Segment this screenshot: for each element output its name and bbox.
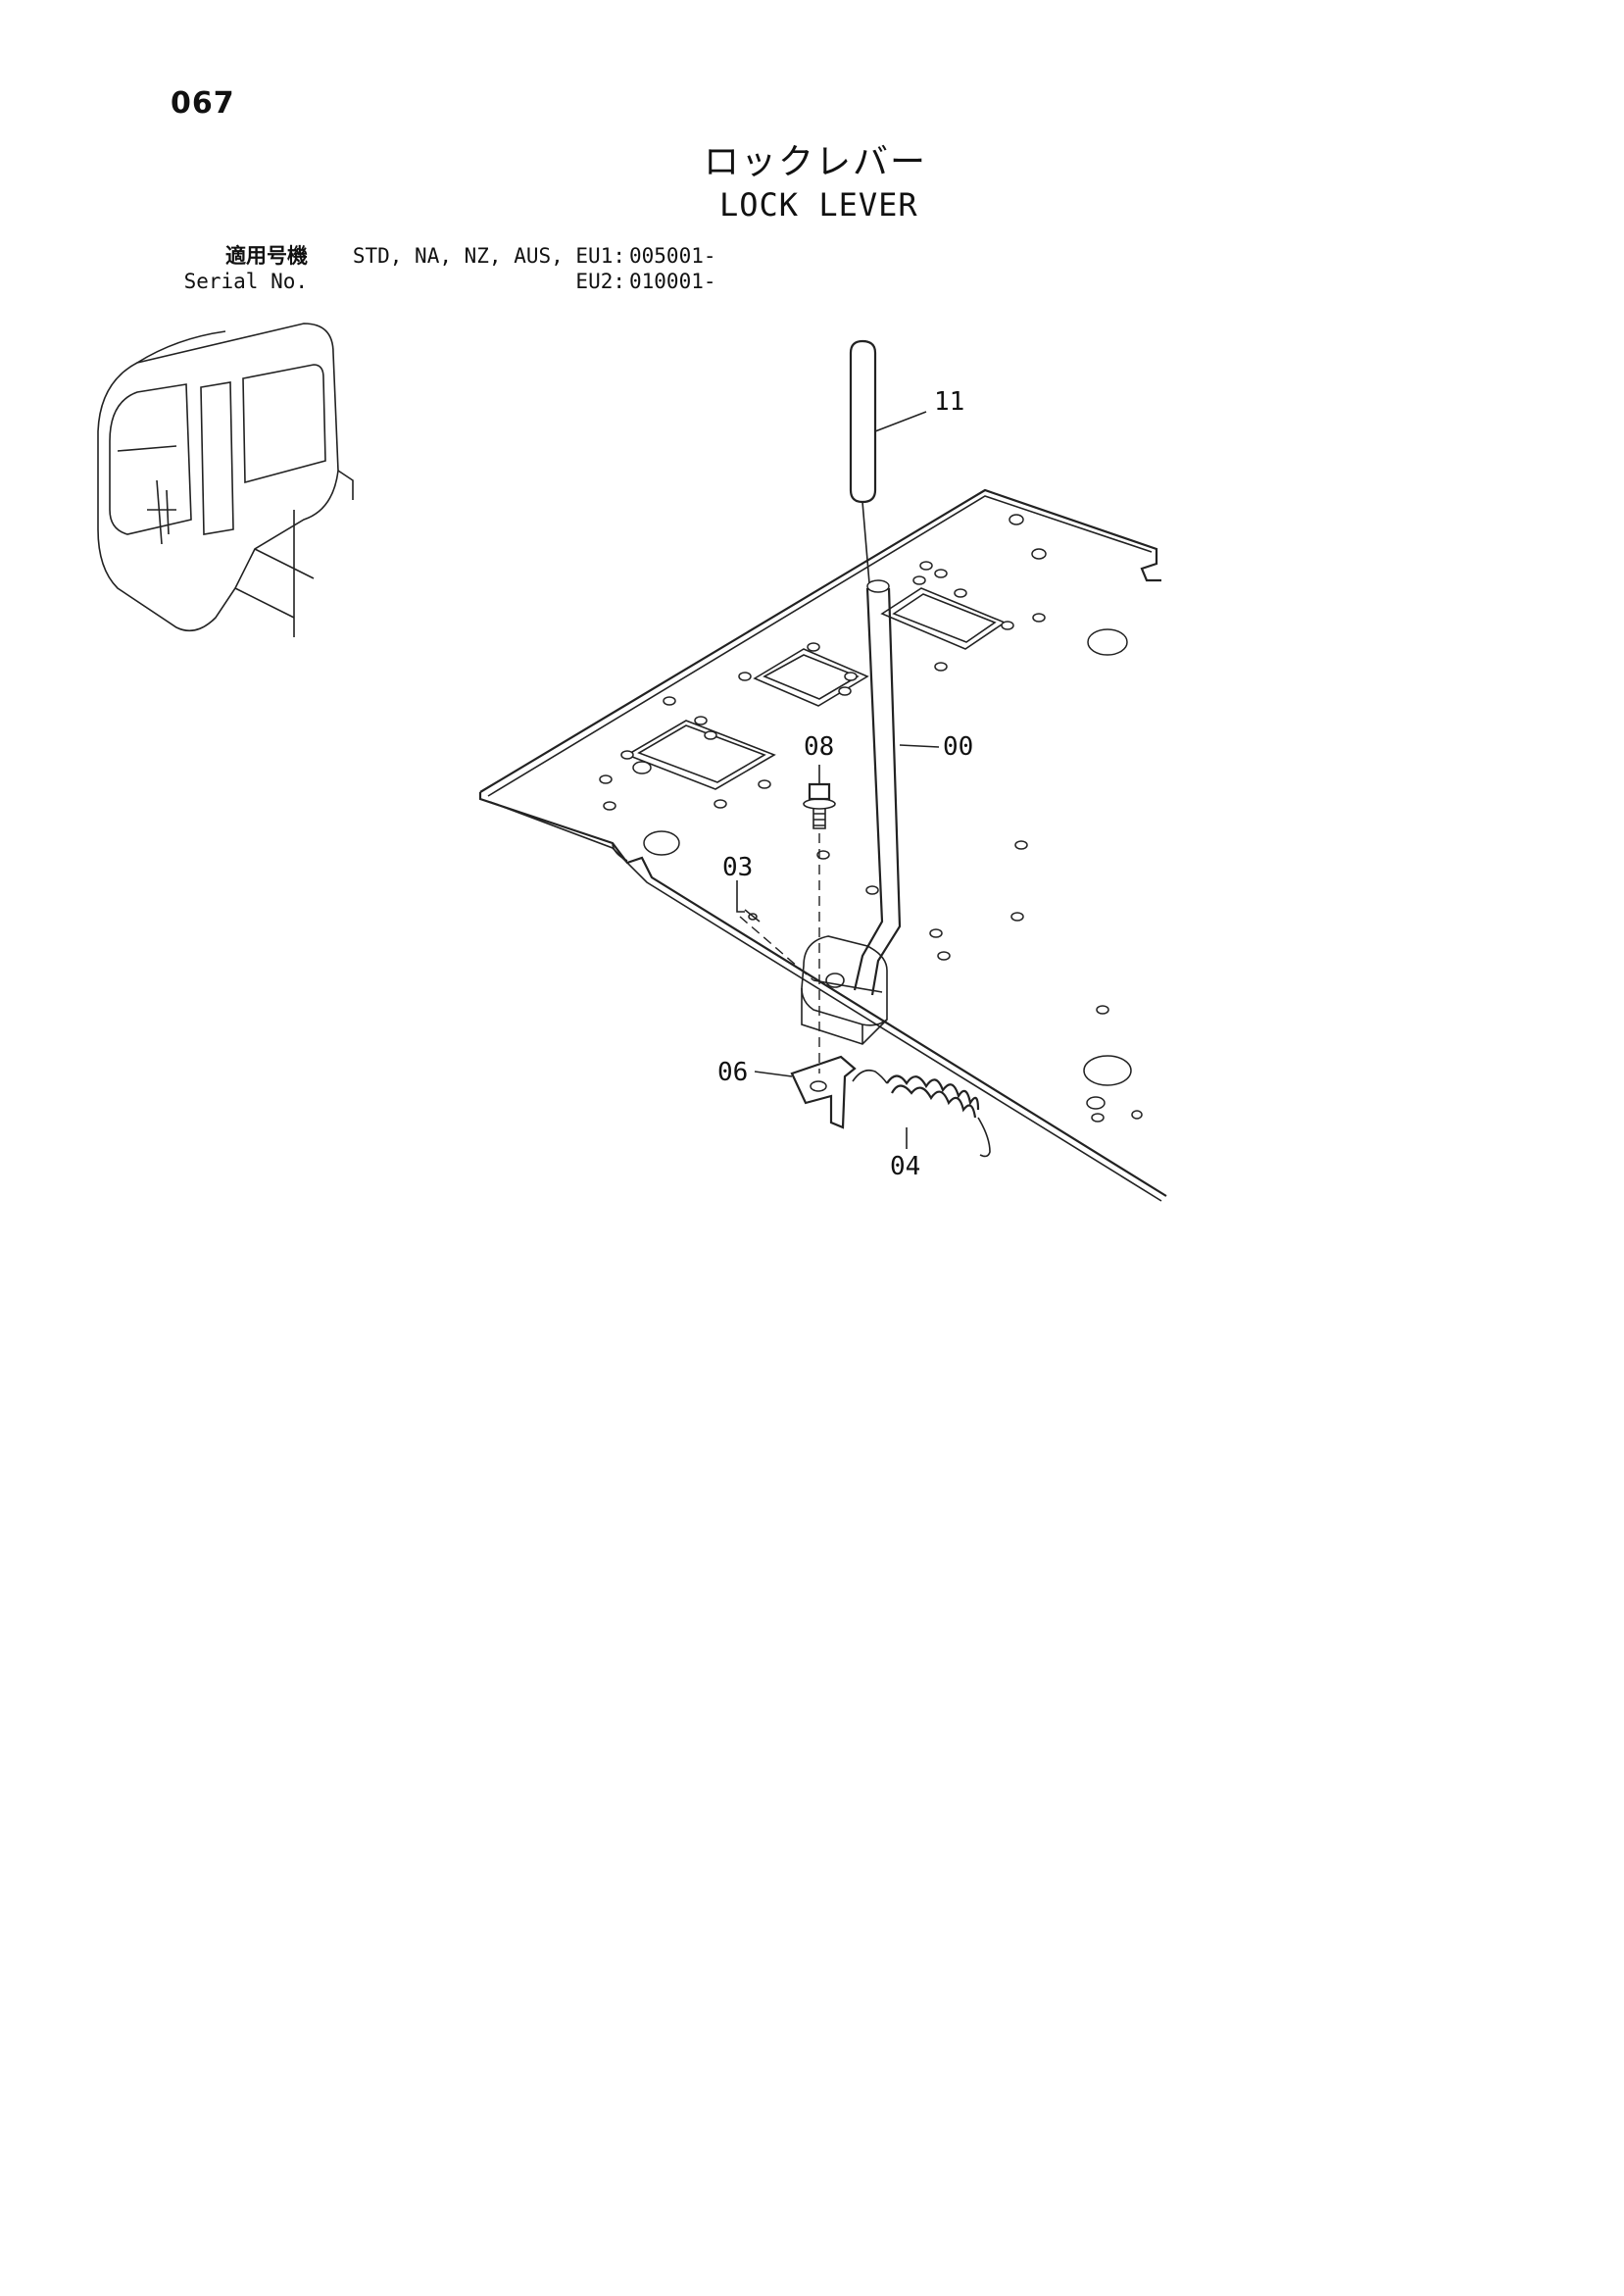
callout-11: 11: [934, 387, 964, 417]
bolt: [803, 782, 836, 829]
serial-label-english: Serial No.: [183, 270, 308, 293]
serial-models: EU2:: [575, 270, 625, 293]
plate-holes: [599, 514, 1143, 1123]
page-title-english: LOCK LEVER: [719, 186, 918, 224]
pin: [744, 909, 761, 923]
callout-08: 08: [804, 732, 834, 762]
callout-06: 06: [717, 1058, 748, 1087]
serial-start-value: 010001-: [629, 270, 716, 293]
bracket: [790, 1055, 857, 1129]
leader-lines: [736, 411, 940, 1149]
lock-lever: [801, 501, 902, 1045]
serial-applicability: 適用号機 STD, NA, NZ, AUS, EU1: 005001- Seri…: [171, 243, 716, 294]
serial-row-1: 適用号機 STD, NA, NZ, AUS, EU1: 005001-: [171, 243, 716, 269]
serial-start-value: 005001-: [629, 244, 716, 268]
callout-03: 03: [722, 853, 753, 882]
serial-models: STD, NA, NZ, AUS, EU1:: [352, 244, 625, 268]
page-number: 067: [171, 86, 235, 121]
spring: [852, 1069, 991, 1158]
serial-label-japanese: 適用号機: [225, 244, 308, 268]
cab-location-thumbnail: [97, 323, 354, 637]
floor-plate: [478, 488, 1167, 1202]
assembly-lines: [739, 833, 820, 1073]
callout-04: 04: [890, 1152, 920, 1181]
lever-grip: [849, 339, 877, 504]
callout-00: 00: [943, 732, 973, 762]
serial-row-2: Serial No. EU2: 010001-: [171, 269, 716, 294]
page-title-japanese: ロックレバー: [704, 142, 928, 182]
